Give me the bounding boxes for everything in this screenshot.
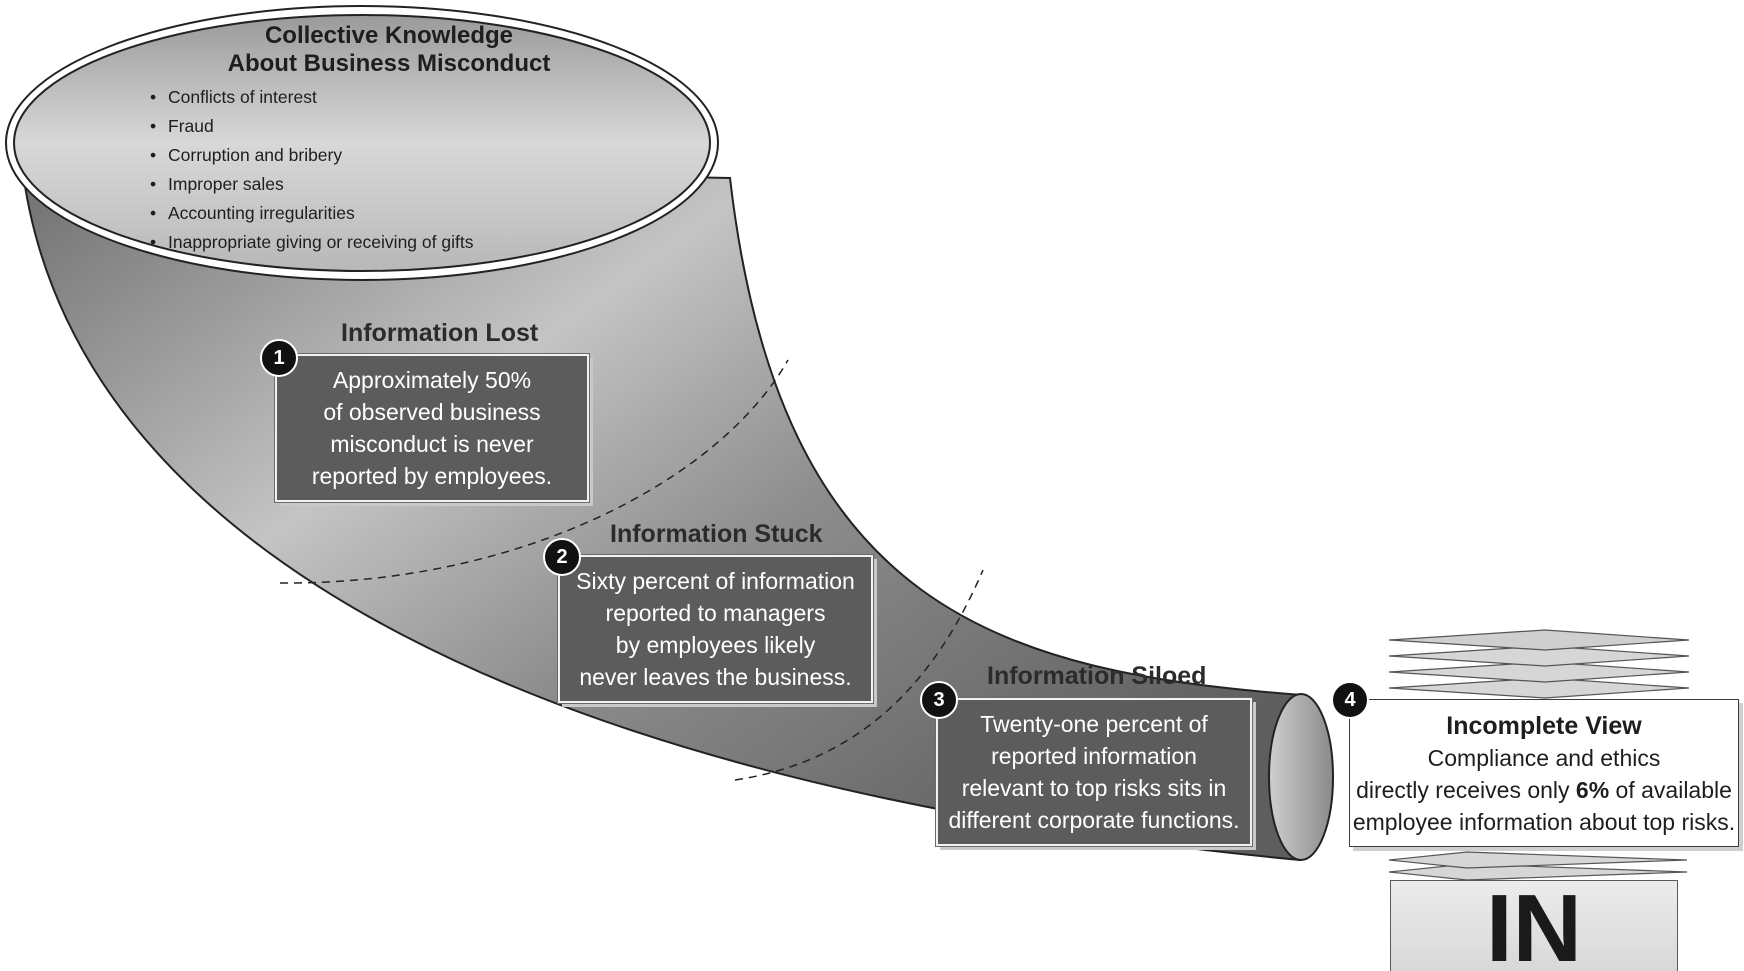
funnel-end-opening xyxy=(1268,693,1334,861)
stage-3-line: relevant to top risks sits in xyxy=(961,775,1227,801)
stage-2-line: never leaves the business. xyxy=(579,664,852,690)
stage-2-callout: Sixty percent of information reported to… xyxy=(557,554,874,704)
stage-1-marker: 1 xyxy=(260,339,298,377)
stage-2-title: Information Stuck xyxy=(610,520,823,548)
stage-1-title: Information Lost xyxy=(341,319,539,347)
stage-2-marker: 2 xyxy=(543,538,581,576)
stage-4-marker: 4 xyxy=(1331,681,1369,719)
stage-1-callout: Approximately 50% of observed business m… xyxy=(274,353,590,503)
stage-1-line: Approximately 50% xyxy=(332,367,532,393)
stage-2-line: Sixty percent of information xyxy=(576,568,855,594)
collective-title-line1: Collective Knowledge xyxy=(264,22,514,49)
incomplete-view-line: directly receives only 6% of available xyxy=(1350,774,1738,806)
list-item: Accounting irregularities xyxy=(150,199,473,228)
incomplete-view-box: Incomplete View Compliance and ethics di… xyxy=(1349,699,1739,847)
incomplete-view-percentage: 6% xyxy=(1575,777,1610,803)
section-divider-1 xyxy=(279,359,789,584)
misconduct-list: Conflicts of interest Fraud Corruption a… xyxy=(150,83,473,257)
stage-2-line: reported to managers xyxy=(605,600,826,626)
section-divider-2 xyxy=(734,569,984,781)
collective-title-line2: About Business Misconduct xyxy=(227,50,551,77)
incomplete-view-text: of available xyxy=(1609,777,1732,803)
stage-1-line: misconduct is never xyxy=(330,431,534,457)
list-item: Inappropriate giving or receiving of gif… xyxy=(150,228,473,257)
incomplete-view-line: employee information about top risks. xyxy=(1352,809,1736,835)
incomplete-view-title: Incomplete View xyxy=(1446,712,1642,740)
incomplete-view-line: Compliance and ethics xyxy=(1427,745,1661,771)
list-item: Corruption and bribery xyxy=(150,141,473,170)
list-item: Improper sales xyxy=(150,170,473,199)
stage-3-callout: Twenty-one percent of reported informati… xyxy=(935,697,1253,847)
document-stack-upper xyxy=(1388,629,1690,699)
collective-knowledge-title: Collective Knowledge About Business Misc… xyxy=(189,22,589,78)
inbox-tray: IN xyxy=(1390,880,1678,971)
stage-3-line: different corporate functions. xyxy=(948,807,1240,833)
stage-3-marker: 3 xyxy=(920,681,958,719)
list-item: Conflicts of interest xyxy=(150,83,473,112)
incomplete-view-text: directly receives only xyxy=(1356,777,1576,803)
stage-3-title: Information Siloed xyxy=(987,662,1207,690)
document-stack-lower xyxy=(1388,851,1688,881)
stage-1-line: reported by employees. xyxy=(311,463,553,489)
stage-2-line: by employees likely xyxy=(615,632,816,658)
stage-3-line: Twenty-one percent of xyxy=(980,711,1208,737)
stage-1-line: of observed business xyxy=(323,399,541,425)
list-item: Fraud xyxy=(150,112,473,141)
stage-3-line: reported information xyxy=(991,743,1197,769)
inbox-label: IN xyxy=(1486,880,1582,971)
